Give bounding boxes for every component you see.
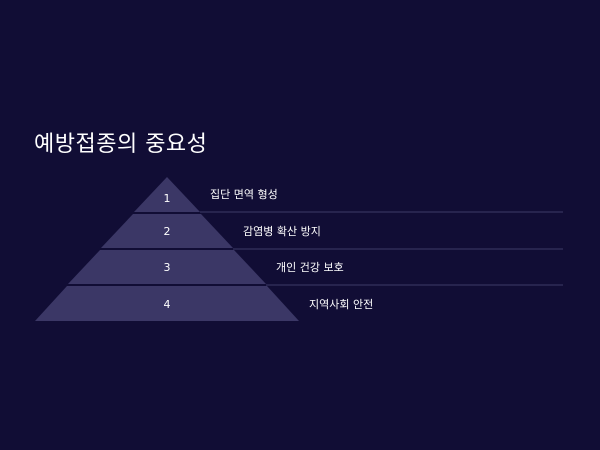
tier-number-1: 1: [164, 192, 171, 205]
tier-label-1: 집단 면역 형성: [210, 188, 278, 201]
tier-label-4: 지역사회 안전: [309, 298, 374, 311]
tier-number-3: 3: [164, 261, 171, 274]
slide-title: 예방접종의 중요성: [34, 132, 208, 157]
pyramid-tier-1: [134, 177, 200, 212]
pyramid-tier-2: [101, 214, 233, 248]
pyramid-tier-4: [35, 286, 299, 321]
tier-number-2: 2: [164, 225, 171, 238]
tier-number-4: 4: [164, 298, 171, 311]
tier-label-2: 감염병 확산 방지: [243, 225, 321, 238]
tier-label-3: 개인 건강 보호: [276, 261, 344, 274]
pyramid-tier-3: [68, 250, 266, 284]
